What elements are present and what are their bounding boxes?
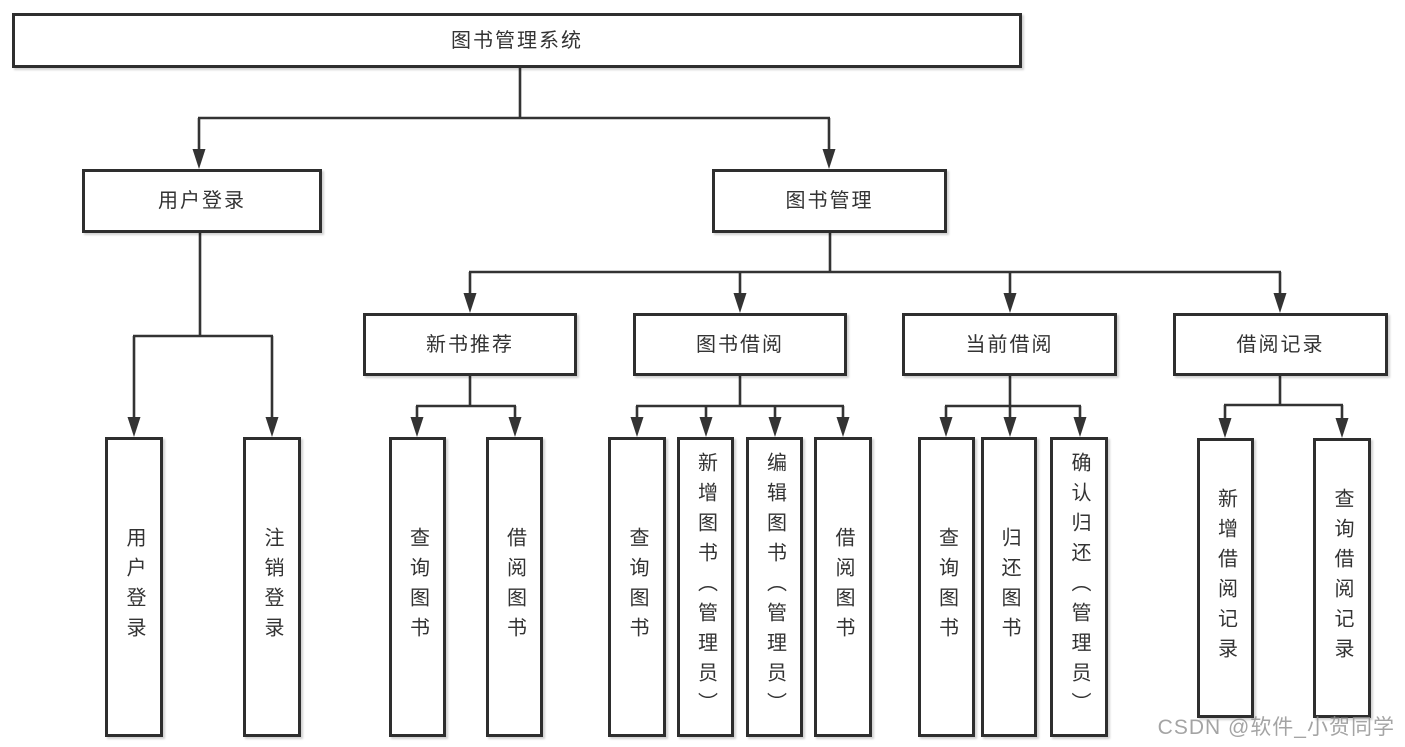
node-leaf-query-book-3: 查询图书	[918, 437, 975, 737]
arrowhead-icon	[1003, 293, 1017, 313]
node-leaf-confirm-return: 确认归还（管理员）	[1050, 437, 1108, 737]
node-label: 查询图书	[935, 527, 958, 647]
node-label: 用户登录	[123, 527, 145, 647]
node-new-book-rec: 新书推荐	[363, 313, 577, 376]
arrowhead-icon	[836, 417, 850, 437]
arrowhead-icon	[1003, 417, 1017, 437]
node-label: 新增图书（管理员）	[694, 452, 717, 722]
node-leaf-query-book-1: 查询图书	[389, 437, 446, 737]
node-leaf-borrow-book-2: 借阅图书	[814, 437, 872, 737]
arrowhead-icon	[630, 417, 644, 437]
node-label: 新书推荐	[426, 333, 514, 356]
node-label: 归还图书	[998, 527, 1020, 647]
arrowhead-icon	[699, 417, 713, 437]
node-label: 查询借阅记录	[1331, 488, 1353, 668]
node-root: 图书管理系统	[12, 13, 1022, 68]
node-label: 用户登录	[158, 190, 246, 212]
node-leaf-user-login: 用户登录	[105, 437, 163, 737]
connector-group	[1218, 376, 1349, 438]
node-label: 新增借阅记录	[1214, 488, 1237, 668]
arrowhead-icon	[768, 417, 782, 437]
arrowhead-icon	[733, 293, 747, 313]
arrowhead-icon	[265, 417, 279, 437]
node-label: 借阅图书	[503, 527, 526, 647]
node-leaf-query-book-2: 查询图书	[608, 437, 666, 737]
node-label: 图书借阅	[696, 333, 784, 356]
connector-group	[630, 376, 850, 437]
node-user-login-group: 用户登录	[82, 169, 322, 233]
node-book-mgmt-group: 图书管理	[712, 169, 947, 233]
arrowhead-icon	[463, 293, 477, 313]
node-book-borrow: 图书借阅	[633, 313, 847, 376]
node-current-borrow: 当前借阅	[902, 313, 1117, 376]
node-label: 图书管理	[785, 190, 874, 212]
arrowhead-icon	[410, 417, 424, 437]
node-leaf-add-book: 新增图书（管理员）	[677, 437, 734, 737]
node-label: 借阅记录	[1236, 333, 1325, 356]
connector-group	[410, 376, 522, 437]
node-label: 查询图书	[406, 527, 429, 647]
node-label: 图书管理系统	[451, 29, 583, 52]
arrowhead-icon	[192, 149, 206, 169]
arrowhead-icon	[1273, 293, 1287, 313]
node-label: 当前借阅	[965, 333, 1054, 356]
node-leaf-borrow-book-1: 借阅图书	[486, 437, 543, 737]
node-borrow-records: 借阅记录	[1173, 313, 1388, 376]
connector-group	[192, 68, 836, 169]
connector-group	[939, 376, 1087, 437]
watermark: CSDN @软件_小贺同学	[1157, 716, 1395, 739]
node-leaf-return-book: 归还图书	[981, 437, 1037, 737]
node-leaf-add-record: 新增借阅记录	[1197, 438, 1254, 718]
arrowhead-icon	[1073, 417, 1087, 437]
connector-group	[463, 233, 1287, 313]
node-leaf-logout: 注销登录	[243, 437, 301, 737]
arrowhead-icon	[127, 417, 141, 437]
arrowhead-icon	[939, 417, 953, 437]
connector-group	[127, 233, 279, 437]
node-label: 确认归还（管理员）	[1068, 452, 1090, 722]
node-leaf-edit-book: 编辑图书（管理员）	[746, 437, 803, 737]
node-label: 查询图书	[626, 527, 648, 647]
node-label: 编辑图书（管理员）	[763, 452, 786, 722]
node-leaf-query-record: 查询借阅记录	[1313, 438, 1371, 718]
arrowhead-icon	[1218, 418, 1232, 438]
arrowhead-icon	[822, 149, 836, 169]
node-label: 注销登录	[261, 527, 283, 647]
arrowhead-icon	[508, 417, 522, 437]
arrowhead-icon	[1335, 418, 1349, 438]
node-label: 借阅图书	[832, 527, 854, 647]
